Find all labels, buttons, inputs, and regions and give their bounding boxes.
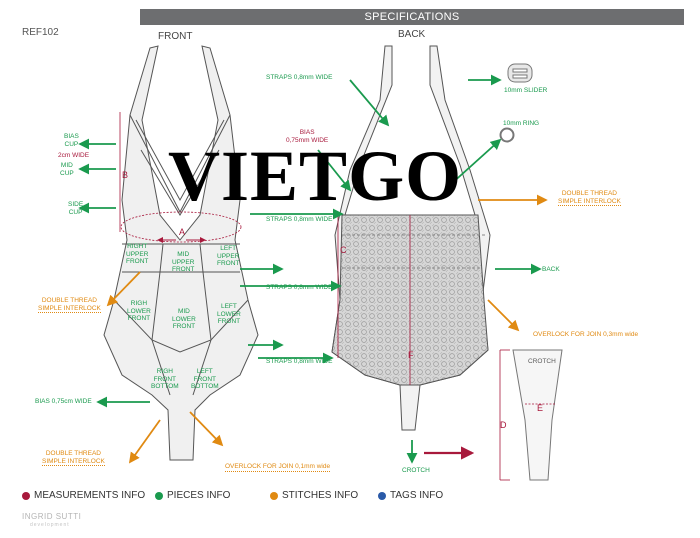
label-measure-c: C bbox=[340, 245, 347, 255]
label-measure-b: B bbox=[122, 170, 129, 180]
label-bias-mid: BIAS 0,75mm WIDE bbox=[286, 129, 329, 144]
label-mid-lower-front: MID LOWER FRONT bbox=[172, 308, 196, 330]
spec-header: SPECIFICATIONS bbox=[140, 9, 684, 25]
brand-logo-sub: development bbox=[30, 522, 70, 528]
label-left-lower-front: LEFT LOWER FRONT bbox=[217, 303, 241, 325]
reference-code: REF102 bbox=[22, 27, 59, 38]
back-view-title: BACK bbox=[398, 29, 426, 40]
label-overlock-back: OVERLOCK FOR JOIN 0,3mm wide bbox=[533, 331, 639, 338]
crotch-piece bbox=[512, 349, 563, 481]
label-bias-cup: BIAS CUP bbox=[64, 133, 79, 148]
legend-tags: TAGS INFO bbox=[378, 490, 443, 501]
label-right-upper-front: RIGHT UPPER FRONT bbox=[126, 243, 149, 265]
label-left-upper-front: LEFT UPPER FRONT bbox=[217, 245, 240, 267]
label-straps-top: STRAPS 0,8mm WIDE bbox=[266, 74, 333, 81]
slider-icon bbox=[507, 63, 533, 83]
label-righ-front-bottom: RIGH FRONT BOTTOM bbox=[151, 368, 179, 390]
label-mid-cup: MID CUP bbox=[60, 162, 74, 177]
measurements-dot-icon bbox=[22, 491, 30, 500]
label-crotch-piece: CROTCH bbox=[528, 358, 556, 365]
label-straps-3: STRAPS 0,8mm WIDE bbox=[266, 284, 333, 291]
legend-pieces: PIECES INFO bbox=[155, 490, 230, 501]
label-back-piece: BACK bbox=[542, 266, 560, 273]
label-double-thread-front: DOUBLE THREAD SIMPLE INTERLOCK bbox=[38, 297, 101, 313]
label-measure-e: E bbox=[537, 403, 544, 413]
pieces-dot-icon bbox=[155, 491, 163, 500]
stitches-dot-icon bbox=[270, 491, 278, 500]
front-bodysuit bbox=[103, 45, 259, 461]
label-bias-width: 2cm WIDE bbox=[58, 152, 90, 159]
label-side-cup: SIDE CUP bbox=[68, 201, 84, 216]
stitches-arrows bbox=[106, 194, 548, 464]
brand-logo: INGRID SUTTI bbox=[22, 512, 82, 521]
front-view-title: FRONT bbox=[158, 31, 193, 42]
label-bias-075: BIAS 0,75cm WIDE bbox=[35, 398, 92, 405]
label-measure-d: D bbox=[500, 420, 507, 430]
pieces-arrows bbox=[78, 74, 542, 464]
label-double-thread-bottom: DOUBLE THREAD SIMPLE INTERLOCK bbox=[42, 450, 105, 466]
ring-icon bbox=[499, 127, 515, 143]
label-overlock-front: OVERLOCK FOR JOIN 0,1mm wide bbox=[225, 463, 331, 472]
tags-dot-icon bbox=[378, 491, 386, 500]
label-ring: 10mm RING bbox=[503, 120, 540, 127]
vietgo-watermark: VIETGO bbox=[168, 136, 463, 216]
label-mid-upper-front: MID UPPER FRONT bbox=[172, 251, 195, 273]
label-crotch-back: CROTCH bbox=[402, 467, 430, 474]
label-double-thread-back: DOUBLE THREAD SIMPLE INTERLOCK bbox=[558, 190, 621, 206]
back-bodysuit bbox=[331, 45, 491, 431]
legend-stitches: STITCHES INFO bbox=[270, 490, 358, 501]
legend-measurements: MEASUREMENTS INFO bbox=[22, 490, 145, 501]
label-straps-2: STRAPS 0,8mm WIDE bbox=[266, 216, 333, 223]
label-left-front-bottom: LEFT FRONT BOTTOM bbox=[191, 368, 219, 390]
label-straps-4: STRAPS 0,8mm WIDE bbox=[266, 358, 333, 365]
label-righ-lower-front: RIGH LOWER FRONT bbox=[127, 300, 151, 322]
label-slider: 10mm SLIDER bbox=[504, 87, 548, 94]
label-measure-f: F bbox=[408, 350, 414, 360]
label-measure-a: A bbox=[179, 227, 186, 237]
